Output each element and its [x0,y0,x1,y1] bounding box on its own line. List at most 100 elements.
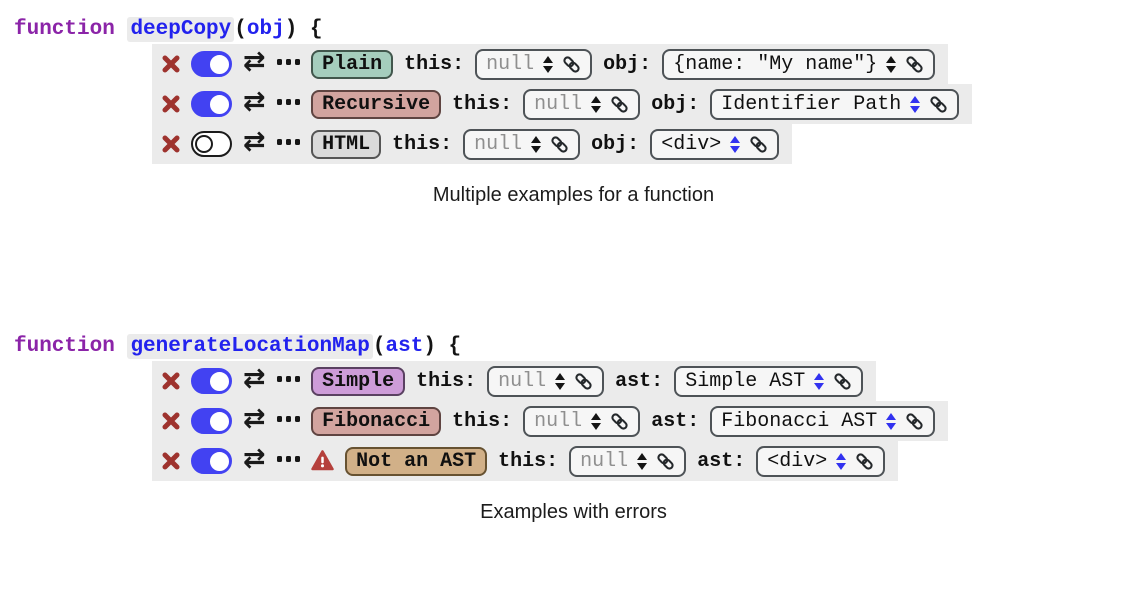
delete-example-button[interactable] [161,55,180,74]
function-name[interactable]: deepCopy [127,17,235,42]
param-name[interactable]: obj [246,18,285,41]
example-name-badge[interactable]: HTML [311,129,382,159]
more-options-icon[interactable] [276,456,301,462]
this-value-widget[interactable]: null [523,88,641,120]
swap-arrows-icon[interactable]: ⇄ [243,86,266,117]
arg-value[interactable]: Fibonacci AST [721,409,878,433]
example-name-badge[interactable]: Fibonacci [311,406,442,436]
arg-value-widget[interactable]: Simple AST [674,365,864,397]
link-icon[interactable] [562,55,581,74]
stepper-icon[interactable] [591,95,602,113]
toggle-knob [209,54,229,74]
stepper-icon[interactable] [730,135,741,153]
link-icon[interactable] [749,135,768,154]
arg-value[interactable]: <div> [767,449,828,473]
this-value-widget[interactable]: null [475,48,593,80]
this-value-widget[interactable]: null [523,405,641,437]
stepper-icon[interactable] [814,372,825,390]
arg-value-widget[interactable]: Identifier Path [710,88,960,120]
function-block-generatelocationmap: function generateLocationMap(ast) { ⇄ Si… [0,333,1147,524]
stepper-icon[interactable] [555,372,566,390]
delete-example-button[interactable] [161,135,180,154]
this-label: this: [498,449,559,473]
this-value-widget[interactable]: null [463,128,581,160]
more-options-icon[interactable] [276,416,301,422]
this-value-widget[interactable]: null [487,365,605,397]
function-block-deepcopy: function deepCopy(obj) { ⇄ Plain this: n… [0,16,1147,207]
delete-example-button[interactable] [161,452,180,471]
link-icon[interactable] [550,135,569,154]
toggle-knob [209,94,229,114]
example-row: ⇄ Simple this: null ast: Simple AST [152,361,877,401]
link-icon[interactable] [656,452,675,471]
this-value[interactable]: null [474,132,523,156]
example-row: ⇄ Not an AST this: null ast: <div> [152,441,899,481]
this-label: this: [452,409,513,433]
example-name-badge[interactable]: Simple [311,366,406,396]
example-enabled-toggle[interactable] [191,91,232,117]
link-icon[interactable] [905,55,924,74]
paren-close: ) [284,18,298,41]
delete-example-button[interactable] [161,412,180,431]
more-options-icon[interactable] [276,99,301,105]
swap-arrows-icon[interactable]: ⇄ [243,443,266,474]
more-options-icon[interactable] [276,59,301,65]
link-icon[interactable] [610,95,629,114]
swap-arrows-icon[interactable]: ⇄ [243,363,266,394]
arg-value[interactable]: Identifier Path [721,92,902,116]
example-enabled-toggle[interactable] [191,51,232,77]
stepper-icon[interactable] [910,95,921,113]
stepper-icon[interactable] [637,452,648,470]
arg-label: obj: [591,132,640,156]
example-enabled-toggle[interactable] [191,448,232,474]
code-line[interactable]: function generateLocationMap(ast) { [14,333,1147,361]
example-enabled-toggle[interactable] [191,368,232,394]
stepper-icon[interactable] [543,55,554,73]
param-name[interactable]: ast [385,335,424,358]
stepper-icon[interactable] [836,452,847,470]
toggle-knob [209,451,229,471]
more-options-icon[interactable] [276,376,301,382]
arg-value-widget[interactable]: <div> [756,445,886,477]
swap-arrows-icon[interactable]: ⇄ [243,46,266,77]
examples-list: ⇄ Plain this: null obj: {name: "My name"… [152,44,1147,164]
arg-value-widget[interactable]: Fibonacci AST [710,405,936,437]
arg-value-widget[interactable]: {name: "My name"} [662,48,936,80]
swap-arrows-icon[interactable]: ⇄ [243,403,266,434]
stepper-icon[interactable] [886,412,897,430]
link-icon[interactable] [929,95,948,114]
stepper-icon[interactable] [531,135,542,153]
space [115,18,128,41]
this-value[interactable]: null [534,409,583,433]
arg-label: ast: [615,369,664,393]
link-icon[interactable] [855,452,874,471]
arg-value[interactable]: <div> [661,132,722,156]
link-icon[interactable] [610,412,629,431]
arg-value[interactable]: {name: "My name"} [673,52,878,76]
arg-value-widget[interactable]: <div> [650,128,780,160]
stepper-icon[interactable] [886,55,897,73]
example-enabled-toggle[interactable] [191,408,232,434]
paren-open: ( [372,335,386,358]
arg-value[interactable]: Simple AST [685,369,806,393]
this-value[interactable]: null [486,52,535,76]
delete-example-button[interactable] [161,372,180,391]
more-options-icon[interactable] [276,139,301,145]
link-icon[interactable] [574,372,593,391]
this-value[interactable]: null [580,449,629,473]
function-name[interactable]: generateLocationMap [127,334,373,359]
delete-example-button[interactable] [161,95,180,114]
this-value-widget[interactable]: null [569,445,687,477]
example-name-badge[interactable]: Not an AST [345,446,488,476]
swap-arrows-icon[interactable]: ⇄ [243,126,266,157]
example-name-badge[interactable]: Recursive [311,89,442,119]
this-value[interactable]: null [534,92,583,116]
examples-list: ⇄ Simple this: null ast: Simple AST [152,361,1147,481]
this-value[interactable]: null [498,369,547,393]
example-name-badge[interactable]: Plain [311,49,394,79]
link-icon[interactable] [905,412,924,431]
link-icon[interactable] [833,372,852,391]
code-line[interactable]: function deepCopy(obj) { [14,16,1147,44]
example-enabled-toggle[interactable] [191,131,232,157]
stepper-icon[interactable] [591,412,602,430]
